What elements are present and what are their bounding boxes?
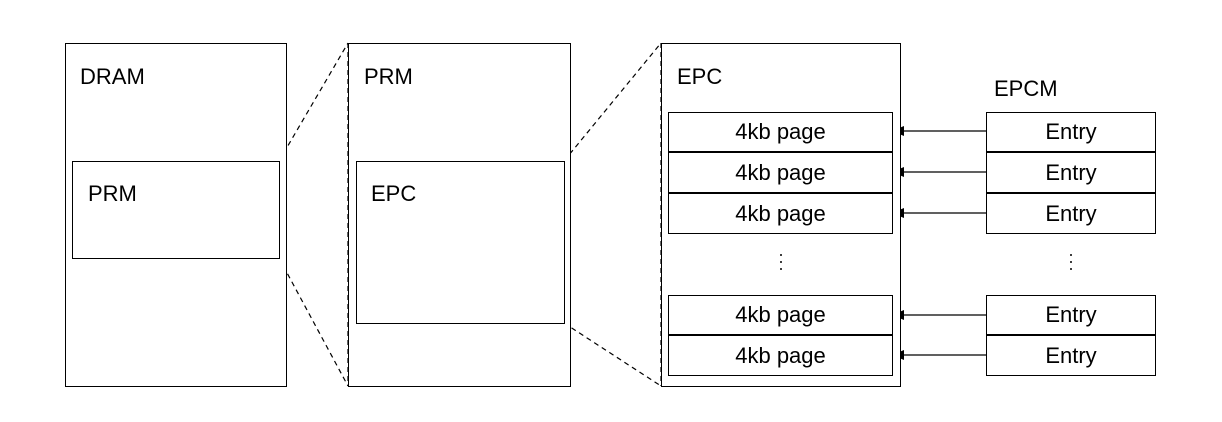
epcm-entry-4: Entry <box>986 295 1156 335</box>
prm-title: PRM <box>364 64 413 89</box>
epcm-title: EPCM <box>994 76 1058 101</box>
epcm-entry-2: Entry <box>986 152 1156 193</box>
epcm-entry-1: Entry <box>986 112 1156 152</box>
epc-page-3: 4kb page <box>668 193 893 234</box>
zoom-line-epc-bottom <box>563 322 662 387</box>
zoom-line-epc-top <box>563 42 662 162</box>
prm-epc-region <box>356 161 565 324</box>
dram-prm-region <box>72 161 280 259</box>
zoom-line-prm-bottom <box>278 257 349 387</box>
prm-epc-label: EPC <box>371 181 417 206</box>
epc-ellipsis <box>778 252 784 274</box>
dram-title: DRAM <box>80 64 145 89</box>
epcm-entry-3: Entry <box>986 193 1156 234</box>
epcm-ellipsis <box>1068 252 1074 274</box>
epc-page-2: 4kb page <box>668 152 893 193</box>
zoom-line-prm-top <box>278 42 349 162</box>
epc-page-4: 4kb page <box>668 295 893 335</box>
epc-title: EPC <box>677 64 723 89</box>
dram-prm-label: PRM <box>88 181 137 206</box>
epc-page-5: 4kb page <box>668 335 893 376</box>
epc-page-1: 4kb page <box>668 112 893 152</box>
epcm-entry-5: Entry <box>986 335 1156 376</box>
